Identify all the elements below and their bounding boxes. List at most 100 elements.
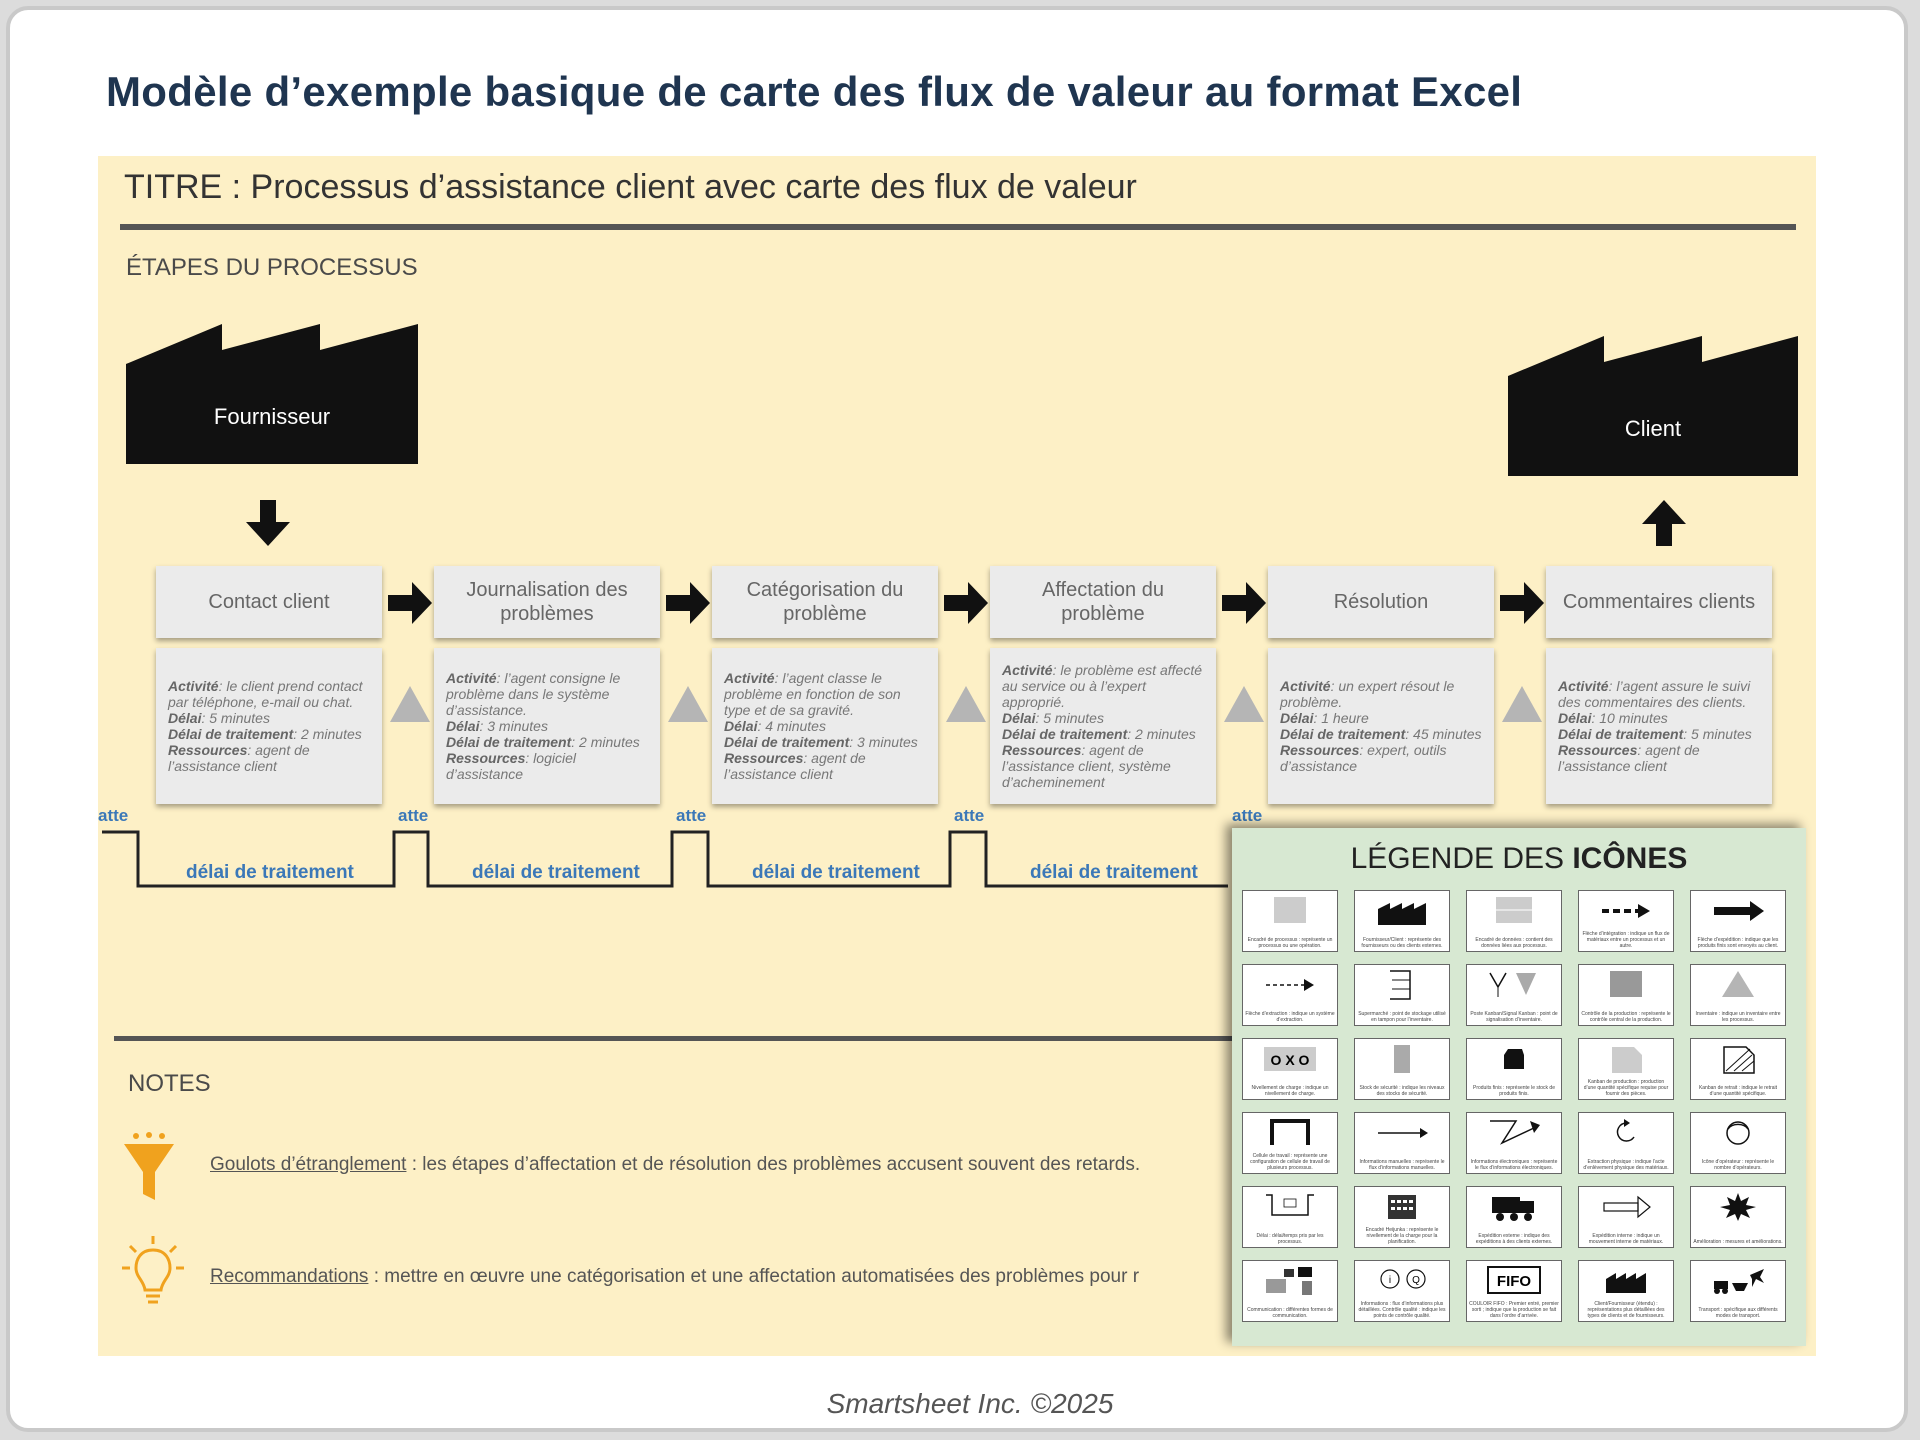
info-field-value: : 5 minutes	[1035, 710, 1104, 726]
legend-item-text: Extraction physique : indique l’acte d’e…	[1583, 1159, 1669, 1171]
wait-time-label: atte	[676, 806, 707, 825]
info-field-value: : agent de l’assistance client	[168, 742, 310, 774]
fifo-icon: FIFO	[1467, 1265, 1561, 1297]
legend-item-text: Informations manuelles : représente le f…	[1359, 1159, 1445, 1171]
info-field-value: : 10 minutes	[1591, 710, 1668, 726]
note-recommendations-link[interactable]: Recommandations	[210, 1266, 369, 1287]
legend-item: Encadré de processus : représente un pro…	[1242, 890, 1338, 952]
factory-icon	[126, 324, 418, 464]
kanban-post-icon	[1467, 969, 1561, 1001]
legend-item-text: Transport : spécifique aux différents mo…	[1698, 1307, 1778, 1319]
legend-item: Expédition externe : indique des expédit…	[1466, 1186, 1562, 1248]
lightbulb-icon	[122, 1236, 184, 1304]
heijunka-box-icon	[1355, 1191, 1449, 1223]
supplier-factory: Fournisseur	[126, 324, 418, 464]
inventory-icon	[1502, 686, 1542, 722]
customer-supplier-icon	[1579, 1265, 1673, 1297]
flow-arrow-icon	[666, 582, 710, 624]
info-field-value: : 4 minutes	[757, 718, 826, 734]
legend-item: Produits finis : représente le stock de …	[1466, 1038, 1562, 1100]
inventory-icon	[1691, 969, 1785, 1001]
note-bottlenecks-link[interactable]: Goulots d’étranglement	[210, 1154, 407, 1175]
info-field-label: Ressources	[1280, 742, 1360, 758]
info-field-value: : 2 minutes	[1127, 726, 1196, 742]
legend-item-text: Icône d’opérateur : représente le nombre…	[1701, 1159, 1775, 1171]
page-title: Modèle d’exemple basique de carte des fl…	[106, 68, 1523, 115]
info-field-value: : 5 minutes	[201, 710, 270, 726]
legend-item-text: Expédition interne : indique un mouvemen…	[1588, 1233, 1664, 1245]
electronic-info-icon	[1467, 1117, 1561, 1149]
factory-icon	[1355, 895, 1449, 927]
safety-stock-icon	[1355, 1043, 1449, 1075]
inventory-icon	[1224, 686, 1264, 722]
down-arrow-icon	[246, 500, 290, 546]
legend-item: Fournisseur/Client : représente des four…	[1354, 890, 1450, 952]
info-field-value: : agent de l’assistance client, système …	[1002, 742, 1171, 790]
note-bottlenecks: Goulots d’étranglement : les étapes d’af…	[210, 1154, 1140, 1176]
legend-item-text: Expédition externe : indique des expédit…	[1475, 1233, 1553, 1245]
push-arrow-icon	[1579, 895, 1673, 927]
operator-icon	[1691, 1117, 1785, 1149]
document-frame: Modèle d’exemple basique de carte des fl…	[6, 6, 1908, 1432]
flow-arrow-icon	[944, 582, 988, 624]
legend-item-text: Encadré Heijunka : représente le nivelle…	[1365, 1227, 1439, 1245]
info-field-value: : 5 minutes	[1683, 726, 1752, 742]
info-field-label: Délai	[724, 718, 758, 734]
legend-item: Extraction physique : indique l’acte d’e…	[1578, 1112, 1674, 1174]
work-cell-icon	[1243, 1117, 1337, 1149]
process-box: Catégorisation du problème	[712, 566, 938, 638]
legend-item-text: COULOIR FIFO : Premier entré, premier so…	[1469, 1301, 1559, 1319]
info-field-value: : l’agent assure le suivi des commentair…	[1558, 678, 1751, 710]
legend-item: Amélioration : mesures et améliorations.	[1690, 1186, 1786, 1248]
note-recommendations: Recommandations : mettre en œuvre une ca…	[210, 1266, 1139, 1288]
legend-item-text: Flèche d’expédition : indique que les pr…	[1697, 937, 1779, 949]
inventory-icon	[946, 686, 986, 722]
funnel-icon	[124, 1132, 174, 1200]
process-info-box: Activité: le problème est affecté au ser…	[990, 648, 1216, 804]
info-field-label: Activité	[724, 670, 775, 686]
info-field-label: Délai	[1558, 710, 1592, 726]
process-info-box: Activité: l’agent classe le problème en …	[712, 648, 938, 804]
transport-icon	[1691, 1265, 1785, 1297]
info-field-label: Délai de traitement	[724, 734, 850, 750]
footer-copyright: Smartsheet Inc. ©2025	[826, 1388, 1114, 1419]
note-recommendations-text: : mettre en œuvre une catégorisation et …	[368, 1266, 1140, 1287]
wait-time-label: atte	[398, 806, 429, 825]
flow-arrow-icon	[1500, 582, 1544, 624]
legend-item: Informations manuelles : représente le f…	[1354, 1112, 1450, 1174]
legend-item-text: Nivellement de charge : indique un nivel…	[1251, 1085, 1329, 1097]
process-box: Contact client	[156, 566, 382, 638]
finished-goods-icon	[1467, 1043, 1561, 1075]
title-divider	[120, 224, 1796, 230]
process-info-box: Activité: l’agent consigne le problème d…	[434, 648, 660, 804]
info-field-value: : 2 minutes	[293, 726, 362, 742]
customer-label: Client	[1624, 416, 1682, 441]
legend-item: Flèche d’expédition : indique que les pr…	[1690, 890, 1786, 952]
info-field-value: : 2 minutes	[571, 734, 640, 750]
process-box-icon	[1243, 895, 1337, 927]
legend-item-text: Encadré de données : contient des donnée…	[1475, 937, 1553, 949]
manual-info-icon	[1355, 1117, 1449, 1149]
legend-item-text: Informations : flux d’informations plus …	[1358, 1301, 1446, 1319]
legend-item: Kanban de retrait : indique le retrait d…	[1690, 1038, 1786, 1100]
legend-item-text: Amélioration : mesures et améliorations.	[1693, 1239, 1783, 1245]
info-field-value: : l’agent classe le problème en fonction…	[724, 670, 901, 718]
legend-item-text: Contrôle de la production : représente l…	[1581, 1011, 1671, 1023]
process-box: Résolution	[1268, 566, 1494, 638]
process-box: Affectation du problème	[990, 566, 1216, 638]
info-field-label: Ressources	[1558, 742, 1638, 758]
legend-title-bold: ICÔNES	[1572, 842, 1688, 875]
info-field-label: Activité	[446, 670, 497, 686]
info-field-label: Délai de traitement	[168, 726, 294, 742]
legend-item-text: Kanban de production : production d’une …	[1583, 1079, 1669, 1097]
svg-text:i: i	[1389, 1275, 1391, 1286]
load-leveling-icon: O X O	[1243, 1043, 1337, 1075]
info-field-value: : l’agent consigne le problème dans le s…	[446, 670, 621, 718]
internal-shipment-icon	[1579, 1191, 1673, 1223]
info-field-label: Délai	[168, 710, 202, 726]
process-info-box: Activité: le client prend contact par té…	[156, 648, 382, 804]
legend-item: Kanban de production : production d’une …	[1578, 1038, 1674, 1100]
shipment-arrow-icon	[1691, 895, 1785, 927]
legend-title: LÉGENDE DES ICÔNES	[1232, 842, 1806, 876]
info-field-value: : agent de l’assistance client	[1558, 742, 1700, 774]
